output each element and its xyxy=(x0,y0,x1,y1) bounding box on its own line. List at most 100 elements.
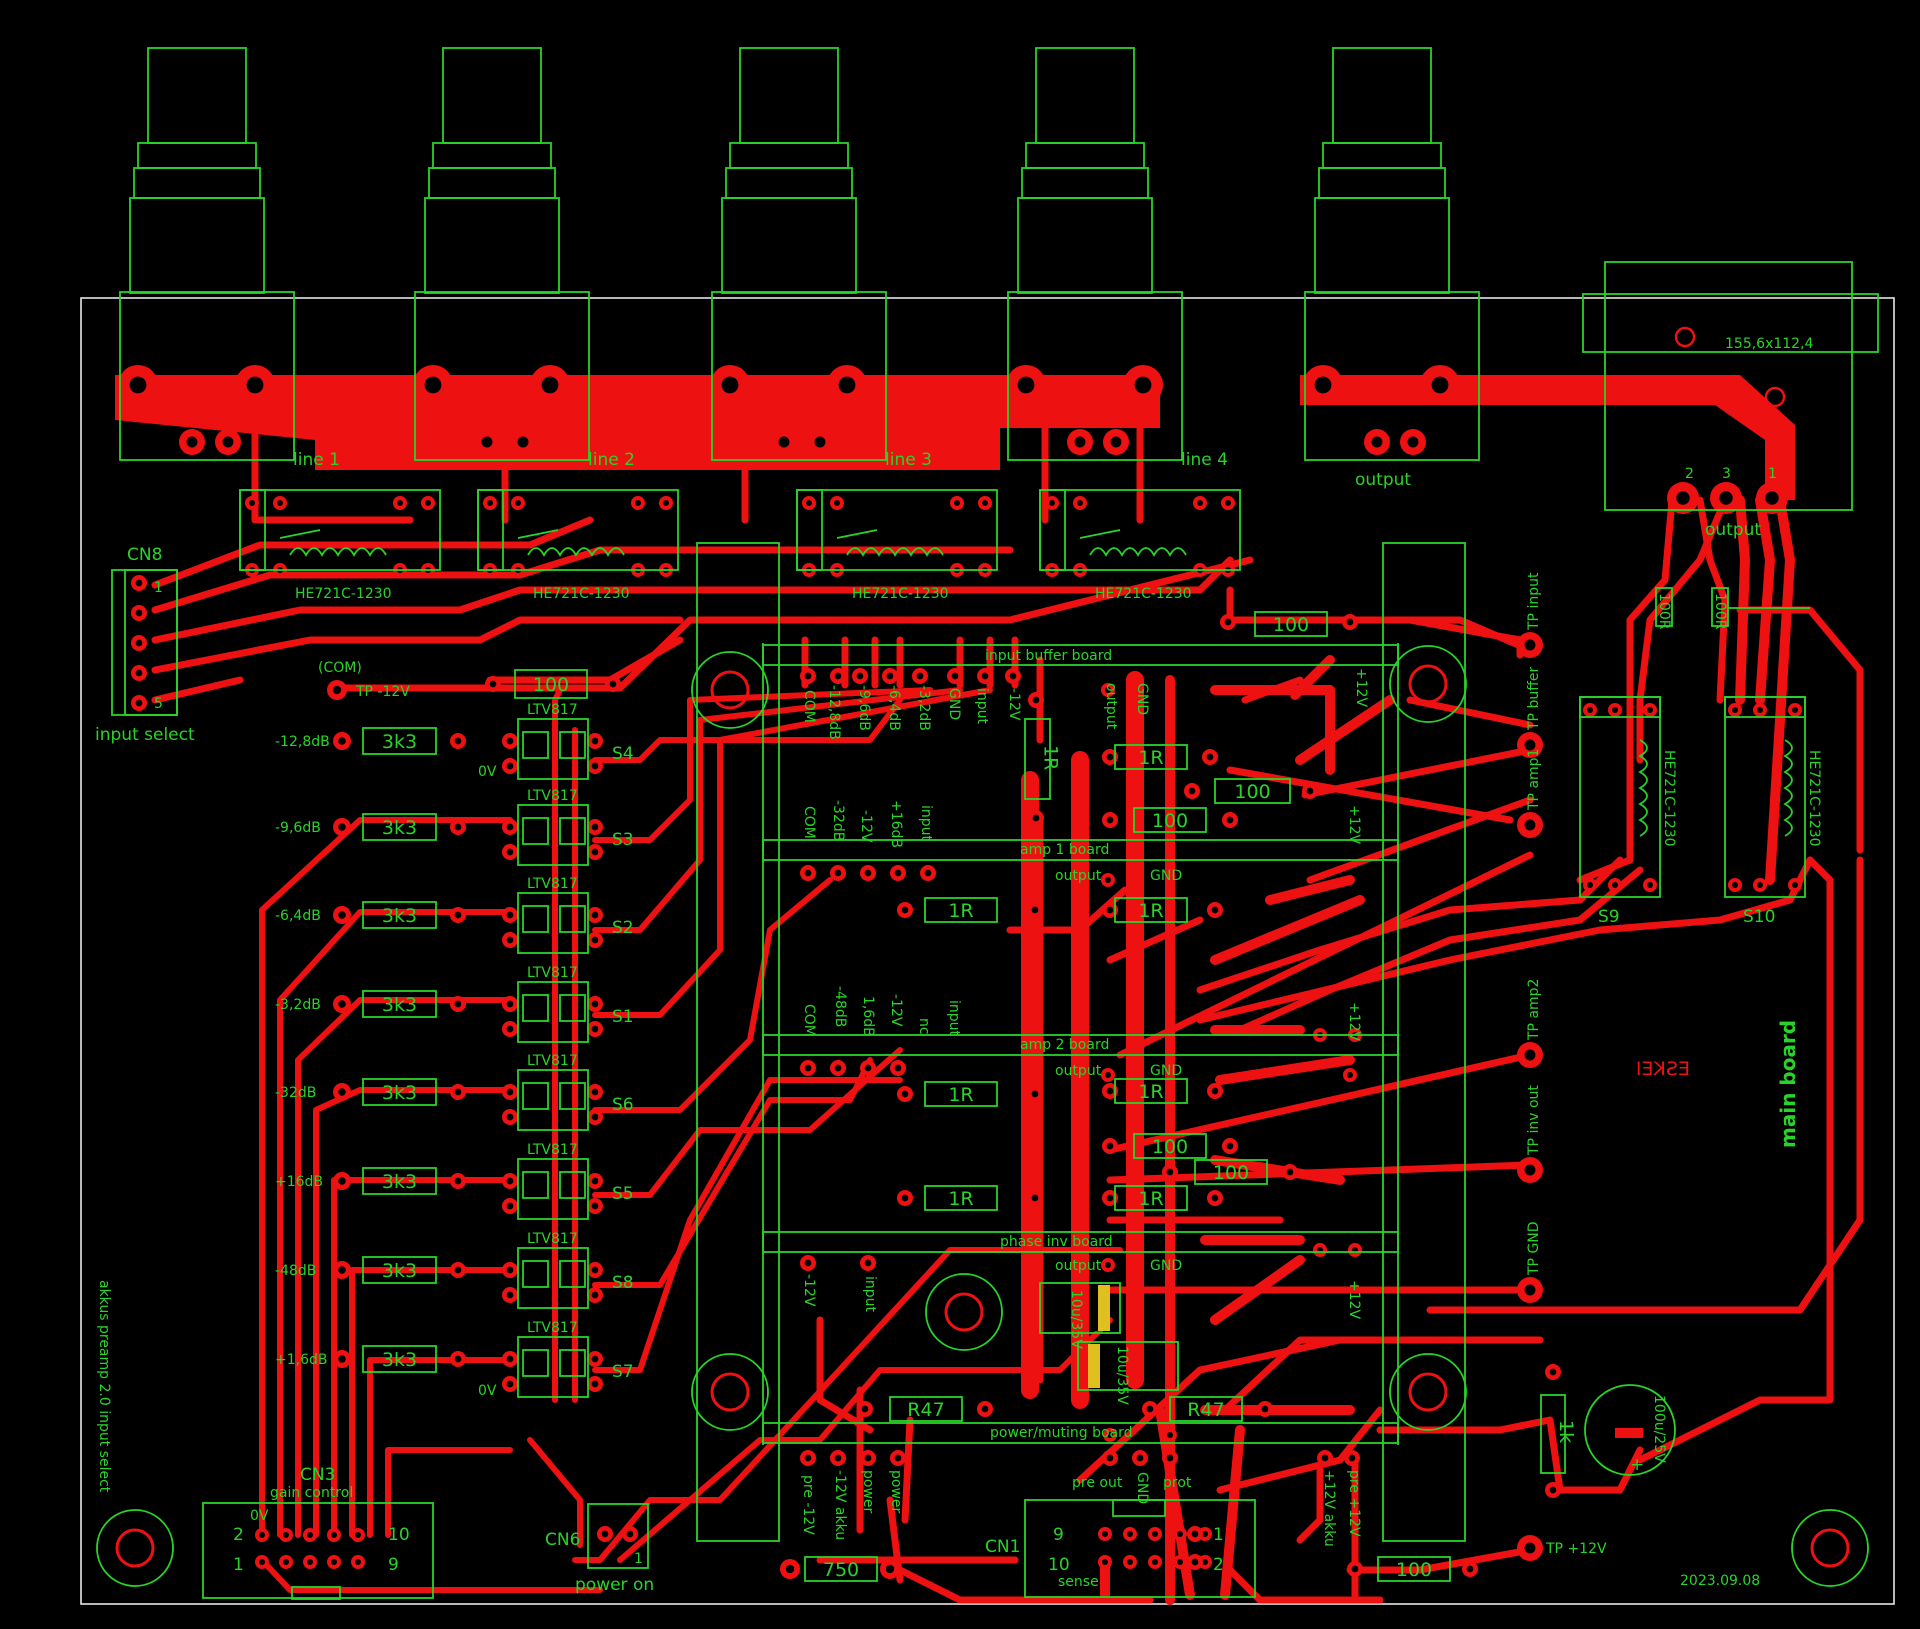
jack-pad xyxy=(1103,429,1129,455)
mounting-hole xyxy=(691,651,769,729)
testpoint-label: TP buffer xyxy=(1526,667,1542,731)
resistor-1r-d-value: 1R xyxy=(948,1084,973,1106)
relay-pad xyxy=(1753,703,1767,717)
cn8-pin-first: 1 xyxy=(154,580,163,596)
pin-label-input-buffer: +12V xyxy=(1353,668,1369,708)
pin-label-phase-inv: input xyxy=(862,1276,878,1313)
relay-pad xyxy=(1608,878,1622,892)
jack-3: line 3 xyxy=(711,47,932,470)
pin-label-amp2: -48dB xyxy=(832,986,848,1027)
pin-label-amp1: -32dB xyxy=(830,800,846,841)
pad xyxy=(587,1021,603,1037)
pin-label-input-buffer: GND xyxy=(946,688,962,720)
cn3-pin-9: 9 xyxy=(388,1555,399,1575)
relay-pad xyxy=(511,496,525,510)
relay-pad xyxy=(1583,878,1597,892)
pin-label-power: power xyxy=(860,1470,876,1514)
resistor-3k3-value: 3k3 xyxy=(382,994,417,1016)
resistor-r47-a-value: R47 xyxy=(907,1399,944,1421)
cap-c2: 10u/35V xyxy=(1077,1341,1179,1405)
cn1-pin-1: 1 xyxy=(1213,1525,1224,1545)
cn8-label: input select xyxy=(95,725,195,745)
resistor-750: 750 xyxy=(804,1556,878,1582)
resistor-3k3-value: 3k3 xyxy=(382,1260,417,1282)
pad xyxy=(502,758,518,774)
pad xyxy=(1344,1450,1360,1466)
resistor-1r-a: 1R xyxy=(1114,744,1188,770)
resistor-1r-e-value: 1R xyxy=(1138,1081,1163,1103)
cn3-zero: 0V xyxy=(250,1508,269,1524)
pad xyxy=(860,865,876,881)
pad xyxy=(502,819,518,835)
pin-label-amp2: nc xyxy=(916,1018,932,1035)
pad xyxy=(1162,1164,1178,1180)
pin-label-phase-inv: +12V xyxy=(1346,1280,1362,1320)
pad xyxy=(587,932,603,948)
pin-label-phase-inv: output xyxy=(1055,1258,1102,1274)
relay-pad xyxy=(1193,496,1207,510)
pad xyxy=(1313,1243,1327,1257)
relay-pad xyxy=(978,496,992,510)
relay-pad xyxy=(1073,496,1087,510)
pad xyxy=(1545,1364,1561,1380)
resistor-100-a: 100 xyxy=(1214,778,1291,804)
board-label-amp2: amp 2 board xyxy=(1020,1037,1109,1053)
pad xyxy=(333,1172,351,1190)
cn1-pad xyxy=(1123,1527,1137,1541)
gain-label: -48dB xyxy=(275,1263,316,1279)
resistor-3k3: 3k3 xyxy=(362,1256,437,1284)
jack-1: line 1 xyxy=(119,47,340,470)
xlr-pad xyxy=(1756,482,1788,514)
cn3-pin-10: 10 xyxy=(388,1525,410,1545)
testpoint-label: TP inv out xyxy=(1526,1085,1542,1156)
cn8-pad xyxy=(131,695,147,711)
jack-pad xyxy=(1123,365,1163,405)
pad xyxy=(502,932,518,948)
pad xyxy=(333,1261,351,1279)
pad xyxy=(897,1086,913,1102)
opto-zero-bottom: 0V xyxy=(478,1383,497,1399)
testpoint-pad xyxy=(1517,632,1543,658)
pin-label-amp2: GND xyxy=(1150,1063,1182,1079)
resistor-1r-c-value: 1R xyxy=(1138,900,1163,922)
pad xyxy=(587,907,603,923)
pin-label-amp2: 1,6dB xyxy=(860,996,876,1037)
pin-label-power: prot xyxy=(1163,1475,1192,1491)
switch-label: S1 xyxy=(612,1007,634,1027)
jack-label: line 3 xyxy=(885,450,932,470)
jack-label: line 1 xyxy=(293,450,340,470)
relay-pad xyxy=(631,496,645,510)
pin-label-amp1: output xyxy=(1055,868,1102,884)
relay-pad xyxy=(1643,878,1657,892)
mounting-hole xyxy=(96,1509,174,1587)
relay-pad xyxy=(393,496,407,510)
relay-3: HE721C-1230 xyxy=(796,489,998,602)
pin-label-phase-inv: GND xyxy=(1150,1258,1182,1274)
jack-label: output xyxy=(1355,470,1411,490)
relay-pad xyxy=(245,496,259,510)
board-name: main board xyxy=(1776,1020,1800,1148)
pad xyxy=(897,1190,913,1206)
resistor-1r-v-value: 1R xyxy=(1040,745,1062,770)
cn1-pad xyxy=(1187,1554,1203,1570)
cn8-pin-last: 5 xyxy=(154,696,163,712)
cn1-pad xyxy=(1187,1526,1203,1542)
com-label: (COM) xyxy=(318,660,362,676)
resistor-3k3-value: 3k3 xyxy=(382,1171,417,1193)
jack-pad xyxy=(235,365,275,405)
cn8-pad xyxy=(131,635,147,651)
pad xyxy=(1027,902,1043,918)
pad xyxy=(1101,1258,1115,1272)
switch-label: S6 xyxy=(612,1095,634,1115)
board-label-input-buffer: input buffer board xyxy=(985,648,1112,664)
cn3-pad xyxy=(303,1528,317,1542)
opto-part: LTV817 xyxy=(527,702,578,718)
pad xyxy=(800,1255,816,1271)
jack-pad xyxy=(474,429,500,455)
cn1-name: CN1 xyxy=(985,1537,1020,1557)
pin-label-amp1: COM xyxy=(801,806,817,839)
